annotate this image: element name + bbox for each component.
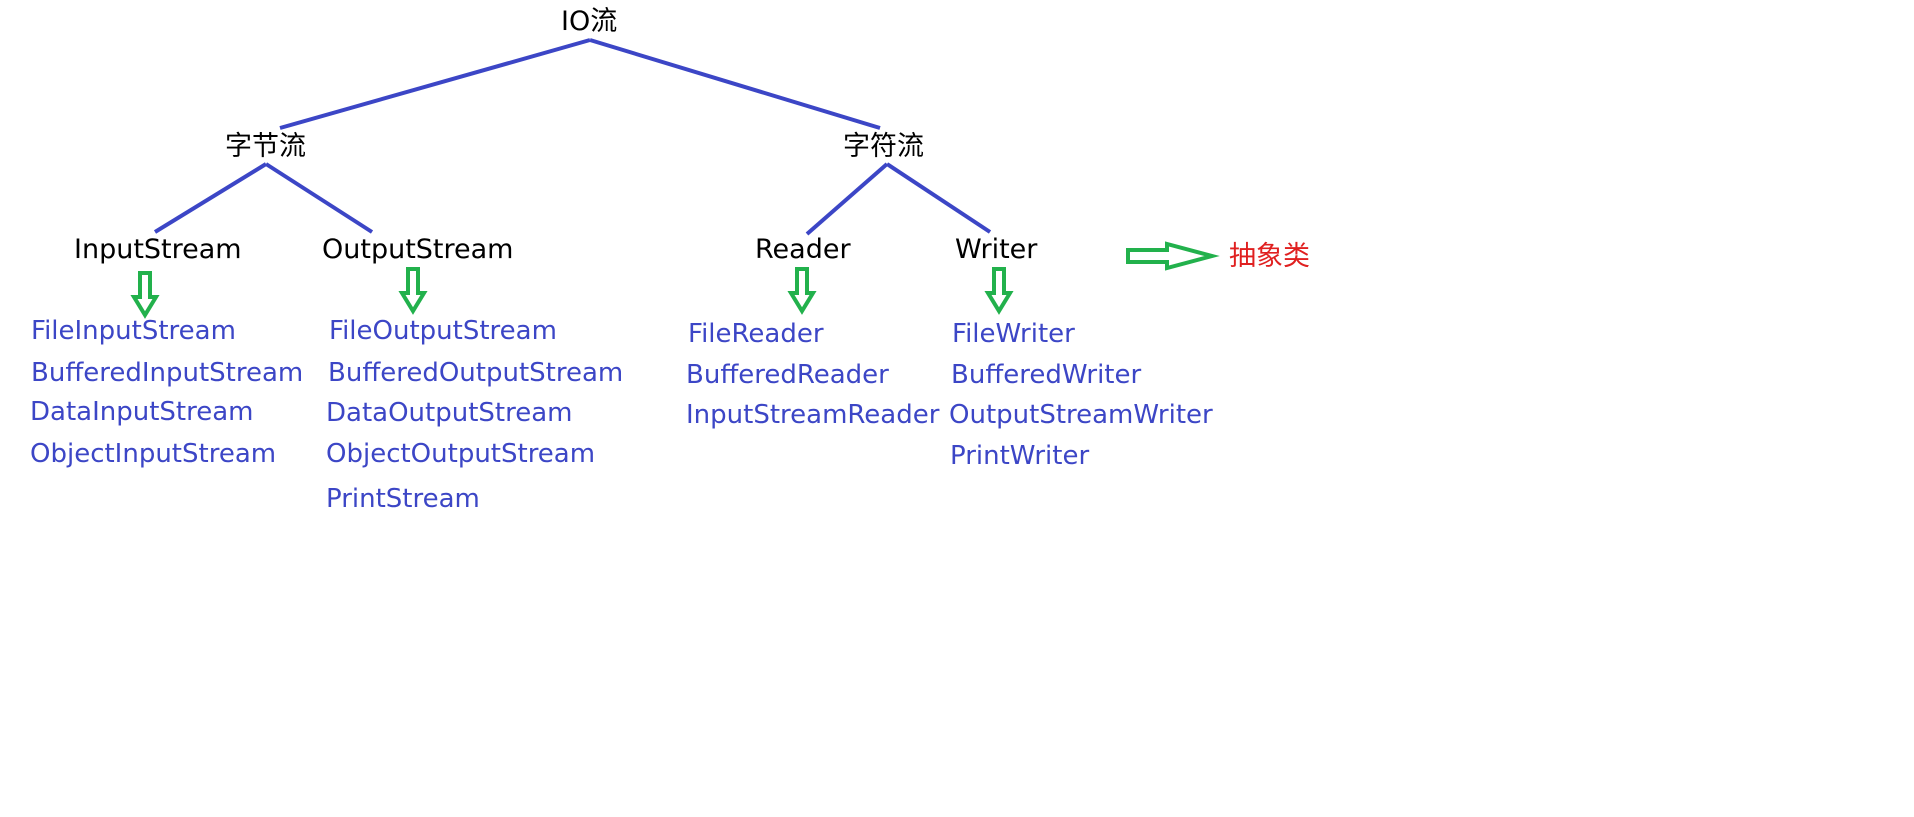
subclass-label: DataInputStream [30,397,254,427]
root-node-label: IO流 [561,6,618,37]
subclass-label: ObjectInputStream [30,439,277,469]
char-stream-label: 字符流 [843,131,924,162]
edge-char-writer [885,162,992,234]
subclass-label: PrintStream [326,484,480,514]
down-arrow-icon [398,267,428,315]
subclass-label: InputStreamReader [686,400,940,430]
subclass-label: ObjectOutputStream [326,439,596,469]
subclass-label: FileReader [688,319,824,349]
legend-abstract-class-label: 抽象类 [1229,241,1310,272]
edge-char-reader [805,162,889,236]
right-arrow-icon [1126,241,1220,271]
down-arrow-icon [787,267,817,315]
subclass-label: DataOutputStream [326,398,573,428]
subclass-label: BufferedReader [686,360,889,390]
edge-byte-outputstream [264,162,374,234]
subclass-label: BufferedInputStream [31,358,304,388]
abstract-class-reader: Reader [755,234,851,265]
subclass-label: BufferedWriter [951,360,1142,390]
abstract-class-writer: Writer [955,234,1038,265]
down-arrow-icon [984,267,1014,315]
byte-stream-label: 字节流 [225,131,306,162]
subclass-label: OutputStreamWriter [949,400,1213,430]
subclass-label: PrintWriter [950,441,1090,471]
subclass-label: FileOutputStream [329,316,557,346]
abstract-class-inputstream: InputStream [74,234,242,265]
subclass-label: FileInputStream [31,316,236,346]
subclass-label: FileWriter [952,319,1075,349]
abstract-class-outputstream: OutputStream [322,234,514,265]
edge-byte-inputstream [153,162,268,234]
down-arrow-icon [130,271,160,319]
subclass-label: BufferedOutputStream [328,358,624,388]
edge-root-char-stream [589,38,881,130]
edge-root-byte-stream [279,38,591,130]
